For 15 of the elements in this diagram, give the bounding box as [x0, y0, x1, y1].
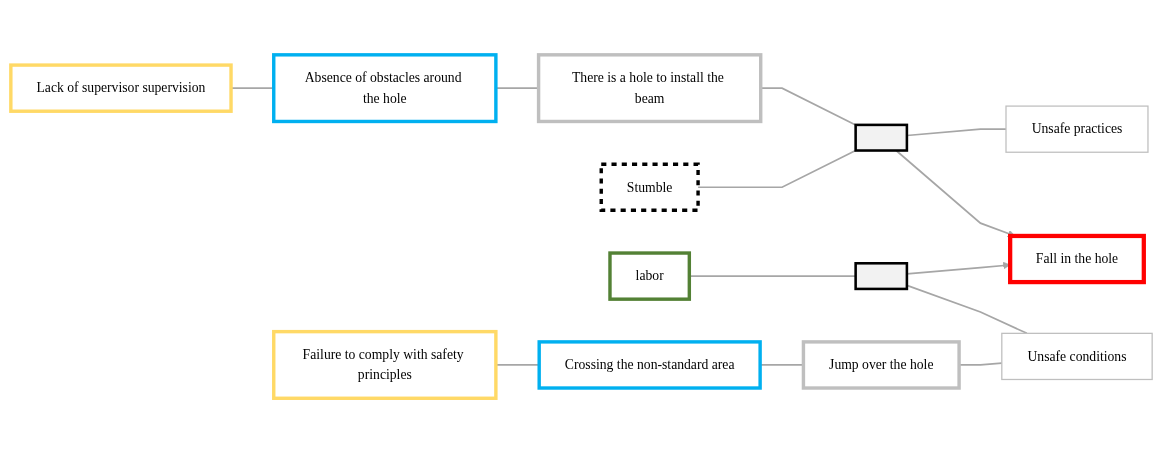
node-box: Failure to comply with safety principles — [272, 329, 498, 400]
node-box: Lack of supervisor supervision — [9, 63, 233, 113]
connector — [906, 128, 1007, 137]
node-box: Crossing the non-standard area — [537, 340, 762, 390]
node-box: Absence of obstacles around the hole — [272, 53, 498, 124]
node-box — [854, 261, 909, 291]
connector — [906, 284, 1028, 335]
node-box: Fall in the hole — [1008, 233, 1146, 285]
node-box: Unsafe practices — [1005, 105, 1149, 153]
node-box: labor — [608, 251, 692, 301]
node-box: Stumble — [599, 162, 700, 212]
node-box: Unsafe conditions — [1001, 332, 1153, 381]
node-box — [854, 123, 909, 152]
node-box: Jump over the hole — [801, 340, 961, 390]
node-box: There is a hole to install the beam — [536, 53, 763, 124]
